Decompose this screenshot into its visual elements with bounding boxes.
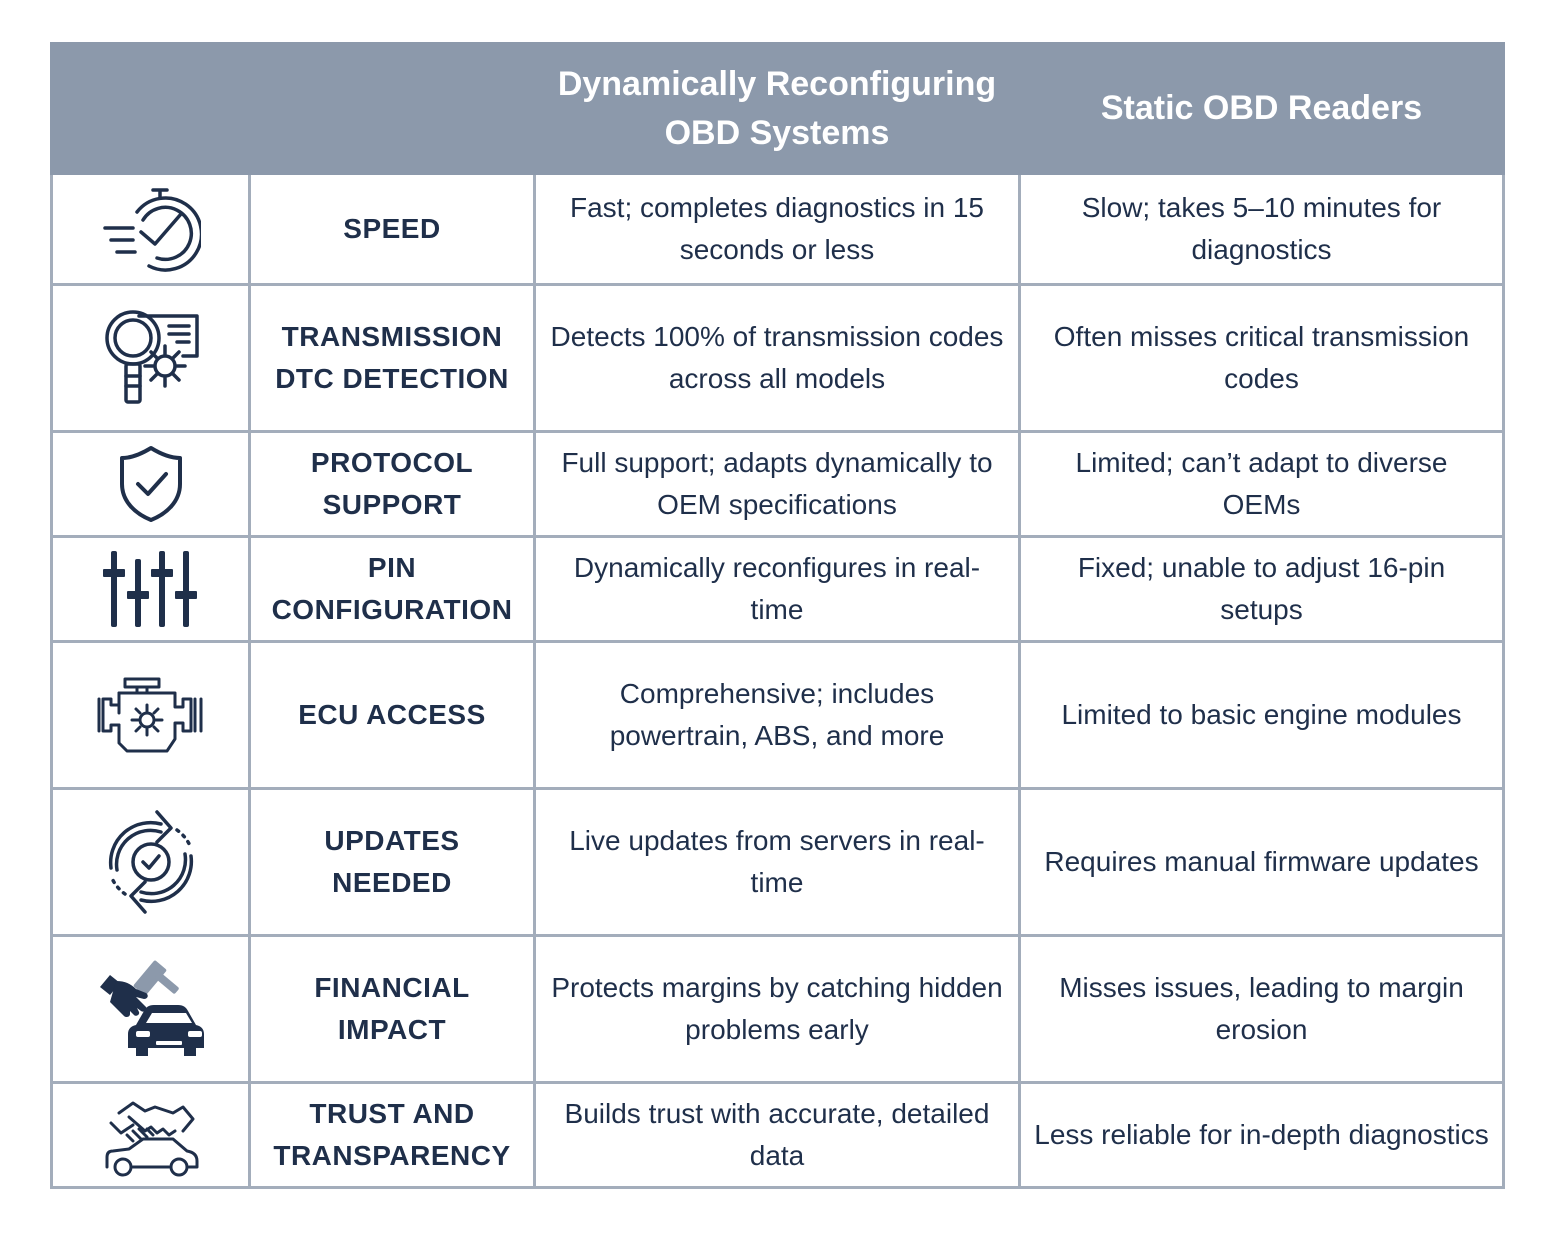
table-row: SPEED Fast; completes diagnostics in 15 …	[50, 172, 1505, 286]
row-static-value: Requires manual firmware updates	[1018, 787, 1505, 937]
row-static-value: Misses issues, leading to margin erosion	[1018, 934, 1505, 1084]
comparison-table-wrapper: Dynamically Reconfiguring OBD Systems St…	[50, 42, 1505, 1189]
row-static-value: Limited to basic engine modules	[1018, 640, 1505, 790]
header-feature-column	[248, 42, 536, 175]
comparison-table: Dynamically Reconfiguring OBD Systems St…	[50, 42, 1505, 1189]
row-icon-cell	[50, 934, 251, 1084]
row-dynamic-value: Full support; adapts dynamically to OEM …	[533, 430, 1021, 538]
row-dynamic-value: Comprehensive; includes powertrain, ABS,…	[533, 640, 1021, 790]
row-icon-cell	[50, 535, 251, 643]
row-icon-cell	[50, 430, 251, 538]
row-dynamic-value: Builds trust with accurate, detailed dat…	[533, 1081, 1021, 1189]
magnifier-gear-document-icon	[53, 308, 248, 408]
table-row: ECU ACCESS Comprehensive; includes power…	[50, 640, 1505, 790]
shield-check-icon	[53, 444, 248, 524]
row-dynamic-value: Dynamically reconfigures in real-time	[533, 535, 1021, 643]
header-row: Dynamically Reconfiguring OBD Systems St…	[50, 42, 1505, 175]
row-static-value: Fixed; unable to adjust 16-pin setups	[1018, 535, 1505, 643]
row-dynamic-value: Detects 100% of transmission codes acros…	[533, 283, 1021, 433]
row-feature-label: PROTOCOL SUPPORT	[248, 430, 536, 538]
row-static-value: Slow; takes 5–10 minutes for diagnostics	[1018, 172, 1505, 286]
sliders-icon	[53, 549, 248, 629]
stopwatch-check-icon	[53, 184, 248, 274]
row-icon-cell	[50, 787, 251, 937]
table-header: Dynamically Reconfiguring OBD Systems St…	[50, 42, 1505, 175]
table-row: PIN CONFIGURATION Dynamically reconfigur…	[50, 535, 1505, 643]
row-icon-cell	[50, 1081, 251, 1189]
refresh-check-icon	[53, 806, 248, 918]
row-feature-label: FINANCIAL IMPACT	[248, 934, 536, 1084]
row-icon-cell	[50, 640, 251, 790]
gavel-car-icon	[53, 957, 248, 1061]
header-dynamic-obd: Dynamically Reconfiguring OBD Systems	[533, 42, 1021, 175]
table-row: TRUST AND TRANSPARENCY Builds trust with…	[50, 1081, 1505, 1189]
header-icon-column	[50, 42, 251, 175]
handshake-car-icon	[53, 1093, 248, 1177]
table-body: SPEED Fast; completes diagnostics in 15 …	[50, 172, 1505, 1189]
row-dynamic-value: Protects margins by catching hidden prob…	[533, 934, 1021, 1084]
row-static-value: Limited; can’t adapt to diverse OEMs	[1018, 430, 1505, 538]
row-feature-label: UPDATES NEEDED	[248, 787, 536, 937]
row-icon-cell	[50, 283, 251, 433]
row-dynamic-value: Fast; completes diagnostics in 15 second…	[533, 172, 1021, 286]
table-row: TRANSMISSION DTC DETECTION Detects 100% …	[50, 283, 1505, 433]
row-feature-label: PIN CONFIGURATION	[248, 535, 536, 643]
header-static-obd: Static OBD Readers	[1018, 42, 1505, 175]
row-feature-label: TRUST AND TRANSPARENCY	[248, 1081, 536, 1189]
row-icon-cell	[50, 172, 251, 286]
table-row: PROTOCOL SUPPORT Full support; adapts dy…	[50, 430, 1505, 538]
row-feature-label: ECU ACCESS	[248, 640, 536, 790]
row-static-value: Often misses critical transmission codes	[1018, 283, 1505, 433]
row-static-value: Less reliable for in-depth diagnostics	[1018, 1081, 1505, 1189]
row-dynamic-value: Live updates from servers in real-time	[533, 787, 1021, 937]
table-row: UPDATES NEEDED Live updates from servers…	[50, 787, 1505, 937]
row-feature-label: SPEED	[248, 172, 536, 286]
engine-gear-icon	[53, 677, 248, 753]
table-row: FINANCIAL IMPACT Protects margins by cat…	[50, 934, 1505, 1084]
row-feature-label: TRANSMISSION DTC DETECTION	[248, 283, 536, 433]
